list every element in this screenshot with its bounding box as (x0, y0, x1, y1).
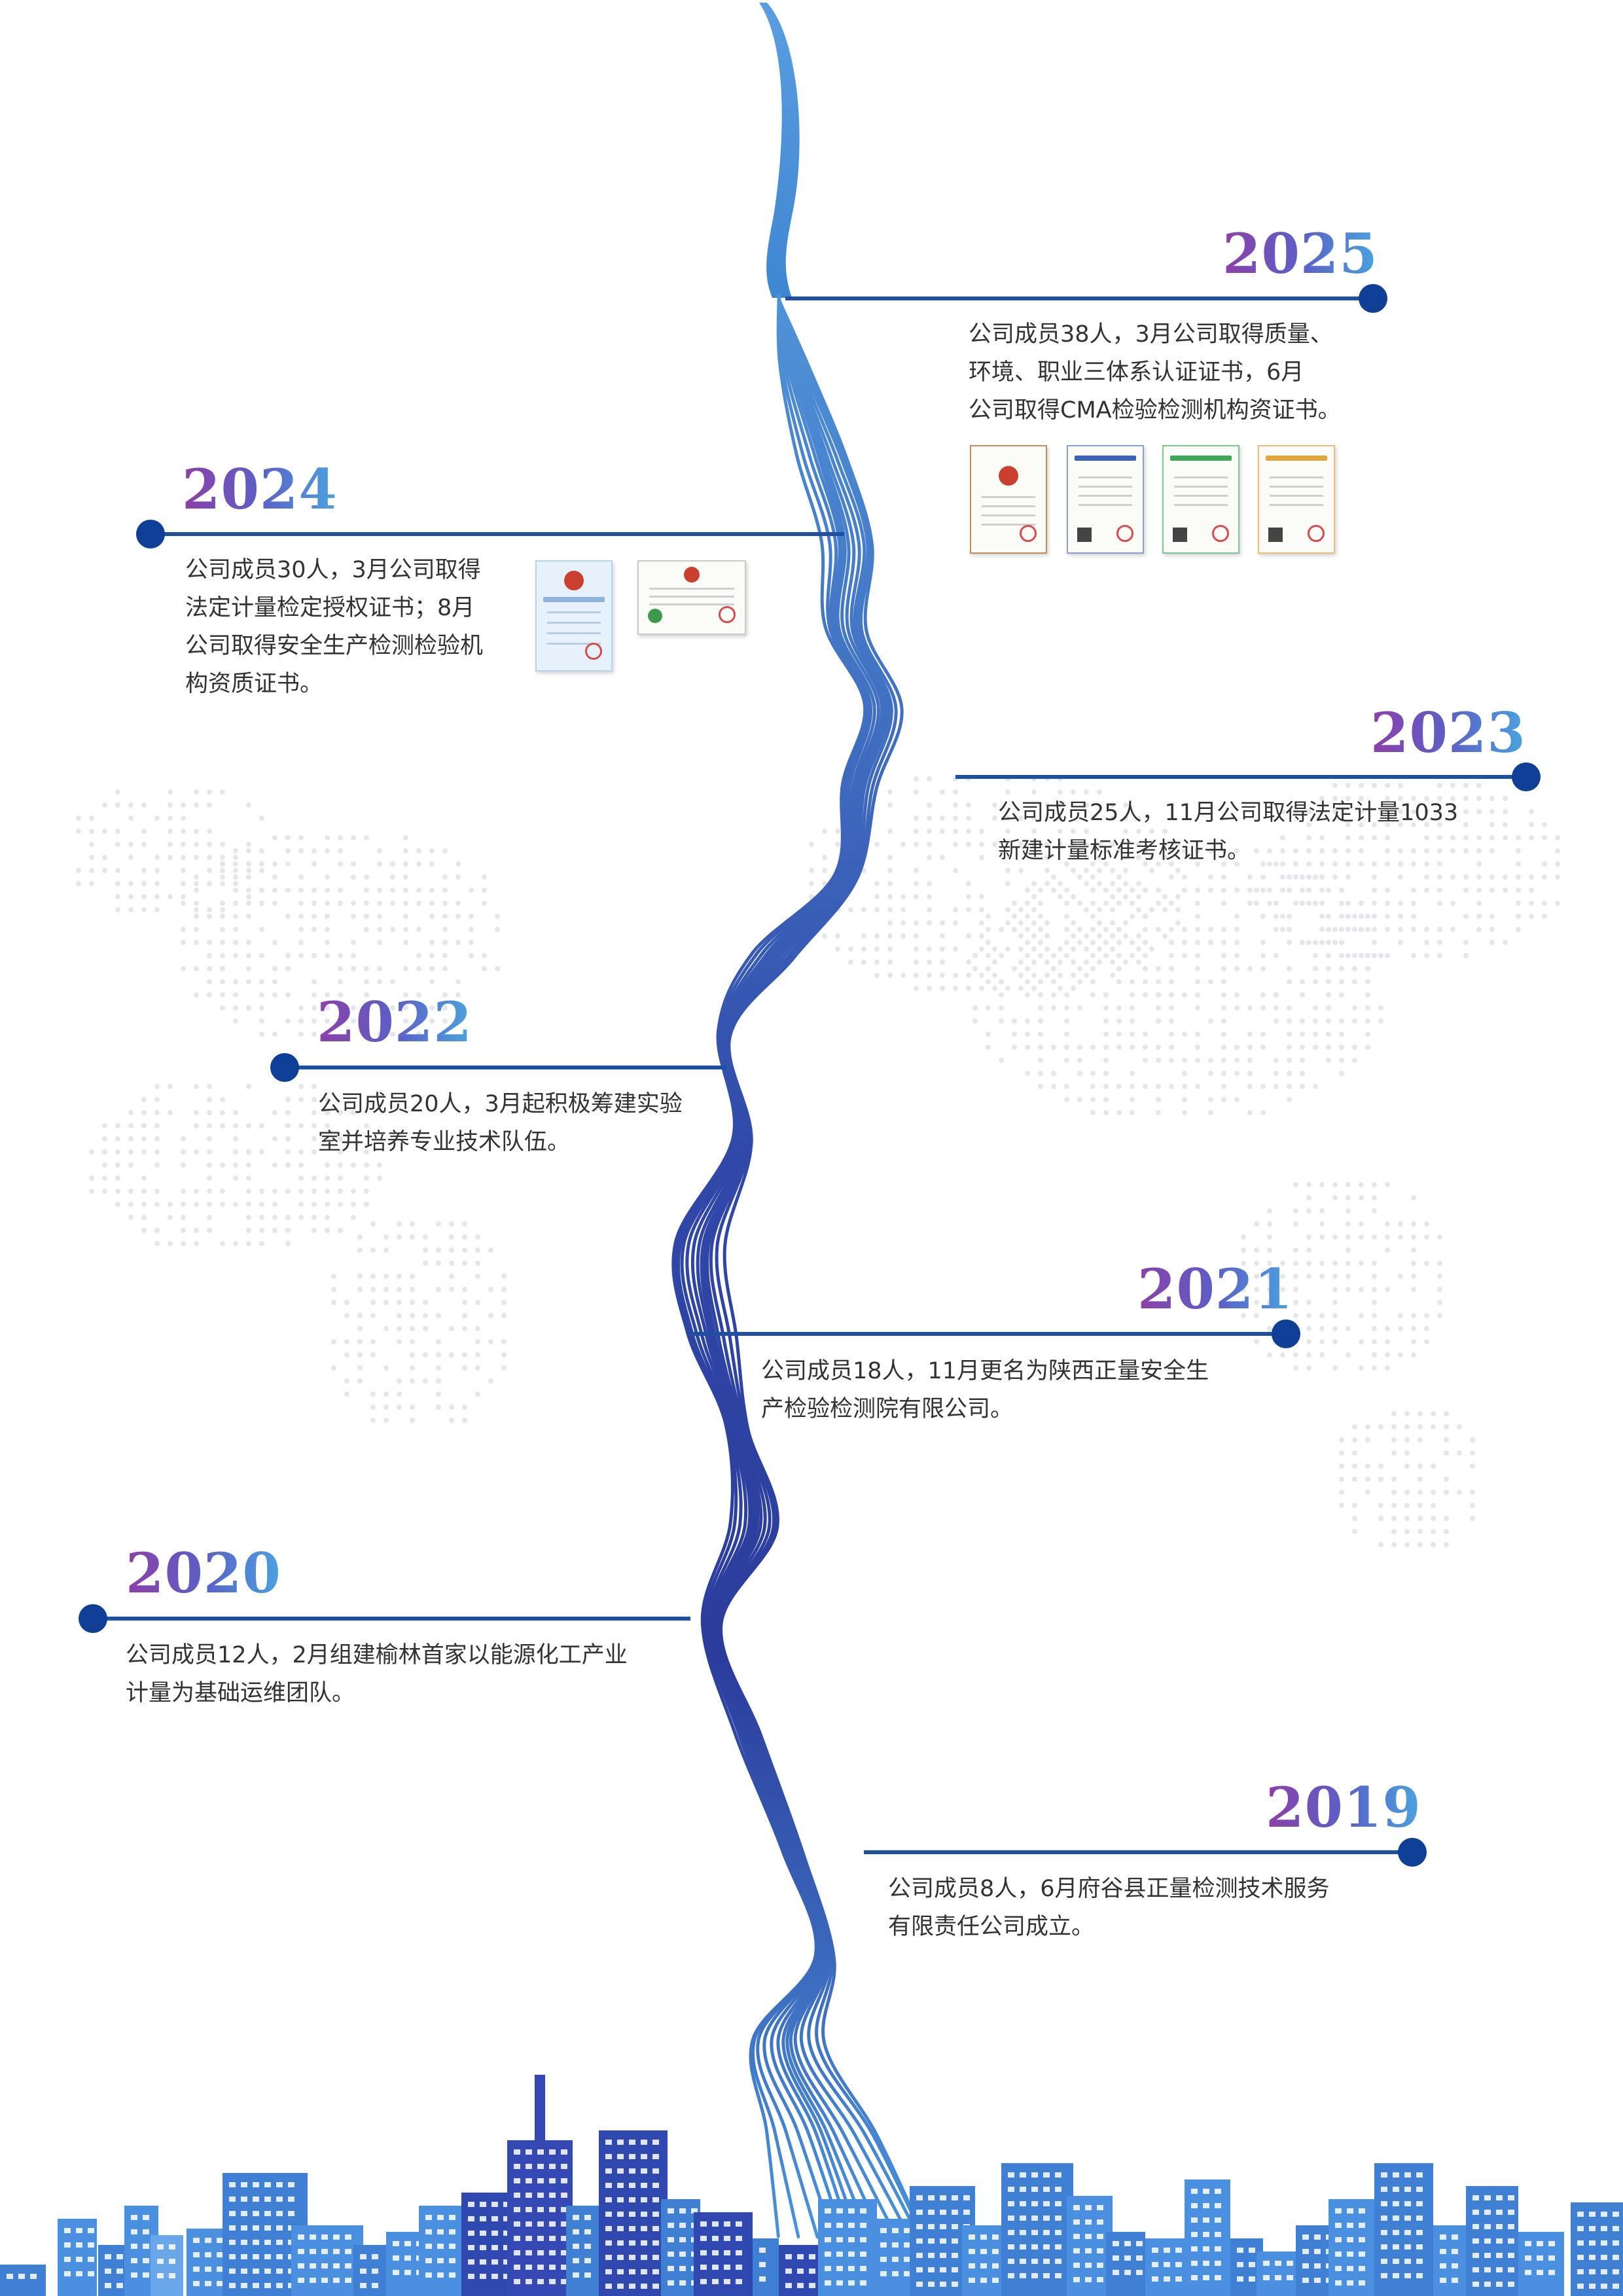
timeline-dot-2025 (1359, 284, 1387, 313)
text-line: 公司成员12人，2月组建榆林首家以能源化工产业 (126, 1642, 628, 1668)
certificate-image (637, 560, 746, 635)
skyline-building (1257, 2251, 1296, 2296)
skyline-building (151, 2235, 183, 2296)
skyline-building (461, 2193, 514, 2296)
text-line: 公司成员8人，6月府谷县正量检测技术服务 (888, 1876, 1330, 1902)
skyline-building (353, 2245, 389, 2296)
year-label-2024: 2024 (182, 457, 338, 522)
text-line: 公司成员20人，3月起积极筹建实验 (318, 1091, 683, 1117)
skyline-building (1329, 2199, 1374, 2296)
timeline-dot-2020 (79, 1604, 107, 1633)
text-line: 公司成员25人，11月公司取得法定计量1033 (998, 800, 1459, 826)
ribbon-top-stem (759, 3, 800, 298)
year-label-2025: 2025 (1222, 221, 1378, 286)
year-label-2021: 2021 (1137, 1257, 1293, 1321)
ribbon-strand (715, 298, 927, 2242)
skyline-building (1571, 2202, 1623, 2296)
timeline-dot-2022 (270, 1053, 299, 1082)
text-line: 公司取得CMA检验检测机构资证书。 (969, 397, 1341, 423)
milestone-text-2020: 公司成员12人，2月组建榆林首家以能源化工产业 计量为基础运维团队。 (126, 1636, 675, 1712)
timeline-dot-2024 (136, 520, 165, 548)
text-line: 室并培养专业技术队伍。 (318, 1129, 571, 1155)
text-line: 产检验检测院有限公司。 (761, 1396, 1014, 1422)
milestone-text-2022: 公司成员20人，3月起积极筹建实验 室并培养专业技术队伍。 (318, 1085, 711, 1161)
milestone-text-2024: 公司成员30人，3月公司取得 法定计量检定授权证书；8月 公司取得安全生产检测检… (185, 551, 526, 703)
certificate-image (1162, 445, 1240, 554)
timeline-dot-2021 (1272, 1319, 1300, 1348)
skyline-building (818, 2199, 877, 2296)
text-line: 构资质证书。 (185, 671, 323, 697)
text-line: 法定计量检定授权证书；8月 (185, 595, 475, 621)
certificate-image (1067, 445, 1144, 554)
text-line: 新建计量标准考核证书。 (998, 838, 1251, 864)
skyline-building (1433, 2225, 1466, 2296)
year-label-2022: 2022 (317, 990, 473, 1054)
year-label-2019: 2019 (1266, 1775, 1421, 1840)
text-line: 有限责任公司成立。 (888, 1914, 1095, 1940)
milestone-text-2023: 公司成员25人，11月公司取得法定计量1033 新建计量标准考核证书。 (998, 794, 1508, 870)
certificate-image (1258, 445, 1335, 554)
milestone-text-2025: 公司成员38人，3月公司取得质量、 环境、职业三体系认证证书，6月 公司取得CM… (969, 315, 1387, 429)
skyline-building (566, 2206, 602, 2296)
text-line: 公司取得安全生产检测检验机 (185, 633, 484, 659)
text-line: 公司成员38人，3月公司取得质量、 (969, 321, 1333, 348)
milestone-text-2021: 公司成员18人，11月更名为陕西正量安全生 产检验检测院有限公司。 (761, 1352, 1272, 1428)
ribbon-strand (719, 298, 927, 2242)
skyline-building (419, 2206, 465, 2296)
text-line: 公司成员18人，11月更名为陕西正量安全生 (761, 1358, 1209, 1384)
timeline-dot-2019 (1398, 1838, 1427, 1867)
text-line: 环境、职业三体系认证证书，6月 (969, 359, 1304, 386)
certificate-image (970, 445, 1047, 554)
skyline-building (0, 2265, 46, 2296)
ribbon-strand (709, 297, 922, 2242)
certificate-image (535, 560, 613, 672)
text-line: 公司成员30人，3月公司取得 (185, 557, 481, 583)
skyline-building (507, 2140, 573, 2296)
timeline-dot-2023 (1512, 762, 1541, 791)
milestone-text-2019: 公司成员8人，6月府谷县正量检测技术服务 有限责任公司成立。 (888, 1870, 1399, 1946)
year-label-2020: 2020 (126, 1541, 281, 1605)
text-line: 计量为基础运维团队。 (126, 1680, 355, 1706)
year-label-2023: 2023 (1370, 700, 1526, 765)
